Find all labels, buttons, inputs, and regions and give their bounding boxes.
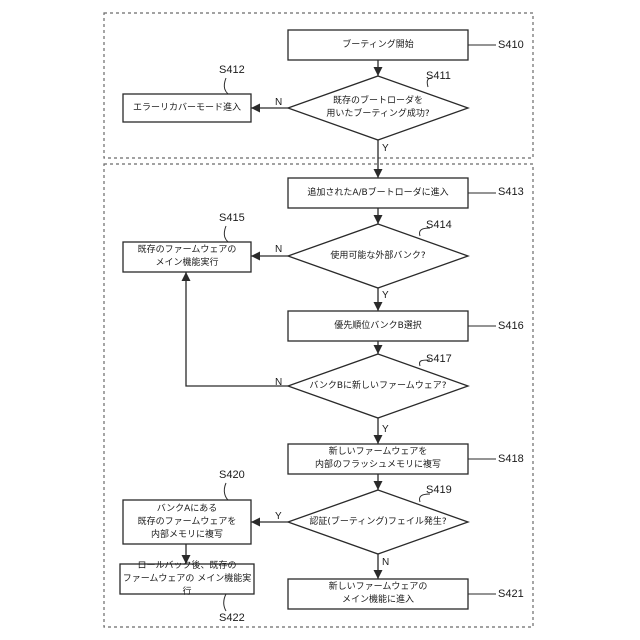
step-label-S418: S418 — [498, 453, 524, 465]
step-label-S417: S417 — [426, 353, 452, 365]
step-label-S420: S420 — [219, 469, 245, 481]
node-S414: 使用可能な外部バンク? — [298, 236, 458, 276]
node-S416: 優先順位バンクB選択 — [288, 311, 468, 341]
node-S422: ロールバック後、既存の ファームウェアの メイン機能実行 — [120, 564, 254, 594]
leader-S415 — [224, 226, 228, 242]
leader-S420 — [224, 483, 228, 500]
node-S412: エラーリカバーモード進入 — [123, 94, 251, 122]
step-label-S419: S419 — [426, 484, 452, 496]
edge-label-s411-no: N — [275, 97, 282, 108]
edge-label-s414-yes: Y — [382, 290, 389, 301]
edge-label-s417-no: N — [275, 377, 282, 388]
leader-S412 — [224, 78, 228, 94]
step-label-S415: S415 — [219, 212, 245, 224]
edge-label-s414-no: N — [275, 244, 282, 255]
node-S410: ブーティング開始 — [288, 30, 468, 60]
node-S421: 新しいファームウェアの メイン機能に進入 — [288, 579, 468, 609]
step-label-S412: S412 — [219, 64, 245, 76]
step-label-S422: S422 — [219, 612, 245, 624]
step-label-S413: S413 — [498, 186, 524, 198]
node-S420: バンクAにある 既存のファームウェアを 内部メモリに複写 — [123, 500, 251, 544]
node-S411: 既存のブートローダを 用いたブーティング成功? — [298, 88, 458, 128]
arrow-S417-no-S415 — [186, 272, 288, 386]
edge-label-s411-yes: Y — [382, 143, 389, 154]
node-S417: バンクBに新しいファームウェア? — [298, 366, 458, 406]
edge-label-s419-no: N — [382, 557, 389, 568]
step-label-S414: S414 — [426, 219, 452, 231]
edge-label-s417-yes: Y — [382, 424, 389, 435]
step-label-S411: S411 — [426, 70, 451, 82]
node-S419: 認証(ブーティング)フェイル発生? — [298, 500, 458, 544]
edge-label-s419-yes: Y — [275, 511, 282, 522]
node-S418: 新しいファームウェアを 内部のフラッシュメモリに複写 — [288, 444, 468, 474]
node-S415: 既存のファームウェアの メイン機能実行 — [123, 242, 251, 272]
node-S413: 追加されたA/Bブートローダに進入 — [288, 178, 468, 208]
step-label-S416: S416 — [498, 320, 524, 332]
step-label-S421: S421 — [498, 588, 524, 600]
step-label-S410: S410 — [498, 39, 524, 51]
